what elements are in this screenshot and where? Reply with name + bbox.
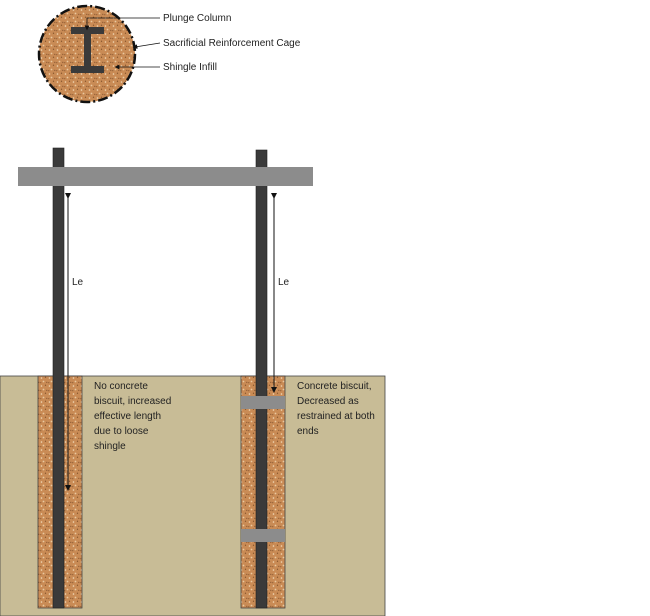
cross-section (37, 4, 137, 104)
left-effective-length: Le (65, 193, 84, 491)
right-pile (240, 149, 286, 609)
upper-concrete-biscuit (241, 396, 285, 409)
i-beam-section (71, 27, 104, 73)
plunge-column-leader (84, 17, 160, 31)
left-note-line: No concrete (94, 381, 148, 392)
cage-label: Sacrificial Reinforcement Cage (163, 38, 301, 49)
right-effective-length: Le (271, 193, 290, 393)
left-note-line: effective length (94, 411, 161, 422)
left-plunge-column (52, 147, 65, 609)
right-note-line: Decreased as (297, 396, 359, 407)
right-le-label: Le (278, 277, 290, 288)
right-note: Concrete biscuit, Decreased as restraine… (297, 381, 378, 437)
left-le-label: Le (72, 277, 84, 288)
lower-concrete-biscuit (241, 529, 285, 542)
right-note-line: Concrete biscuit, (297, 381, 371, 392)
right-note-line: ends (297, 426, 319, 437)
cross-section-reinforcement-cage (37, 4, 137, 104)
left-note: No concrete biscuit, increased effective… (94, 381, 174, 452)
left-note-line: biscuit, increased (94, 396, 171, 407)
plunge-column-label: Plunge Column (163, 13, 231, 24)
left-pile (37, 147, 83, 609)
right-note-line: restrained at both (297, 411, 375, 422)
infill-label: Shingle Infill (163, 62, 217, 73)
slab (18, 167, 313, 186)
legend-leaders (84, 17, 161, 70)
cage-leader (132, 42, 161, 49)
left-note-line: due to loose (94, 426, 149, 437)
right-plunge-column (255, 149, 268, 609)
left-note-line: shingle (94, 441, 126, 452)
